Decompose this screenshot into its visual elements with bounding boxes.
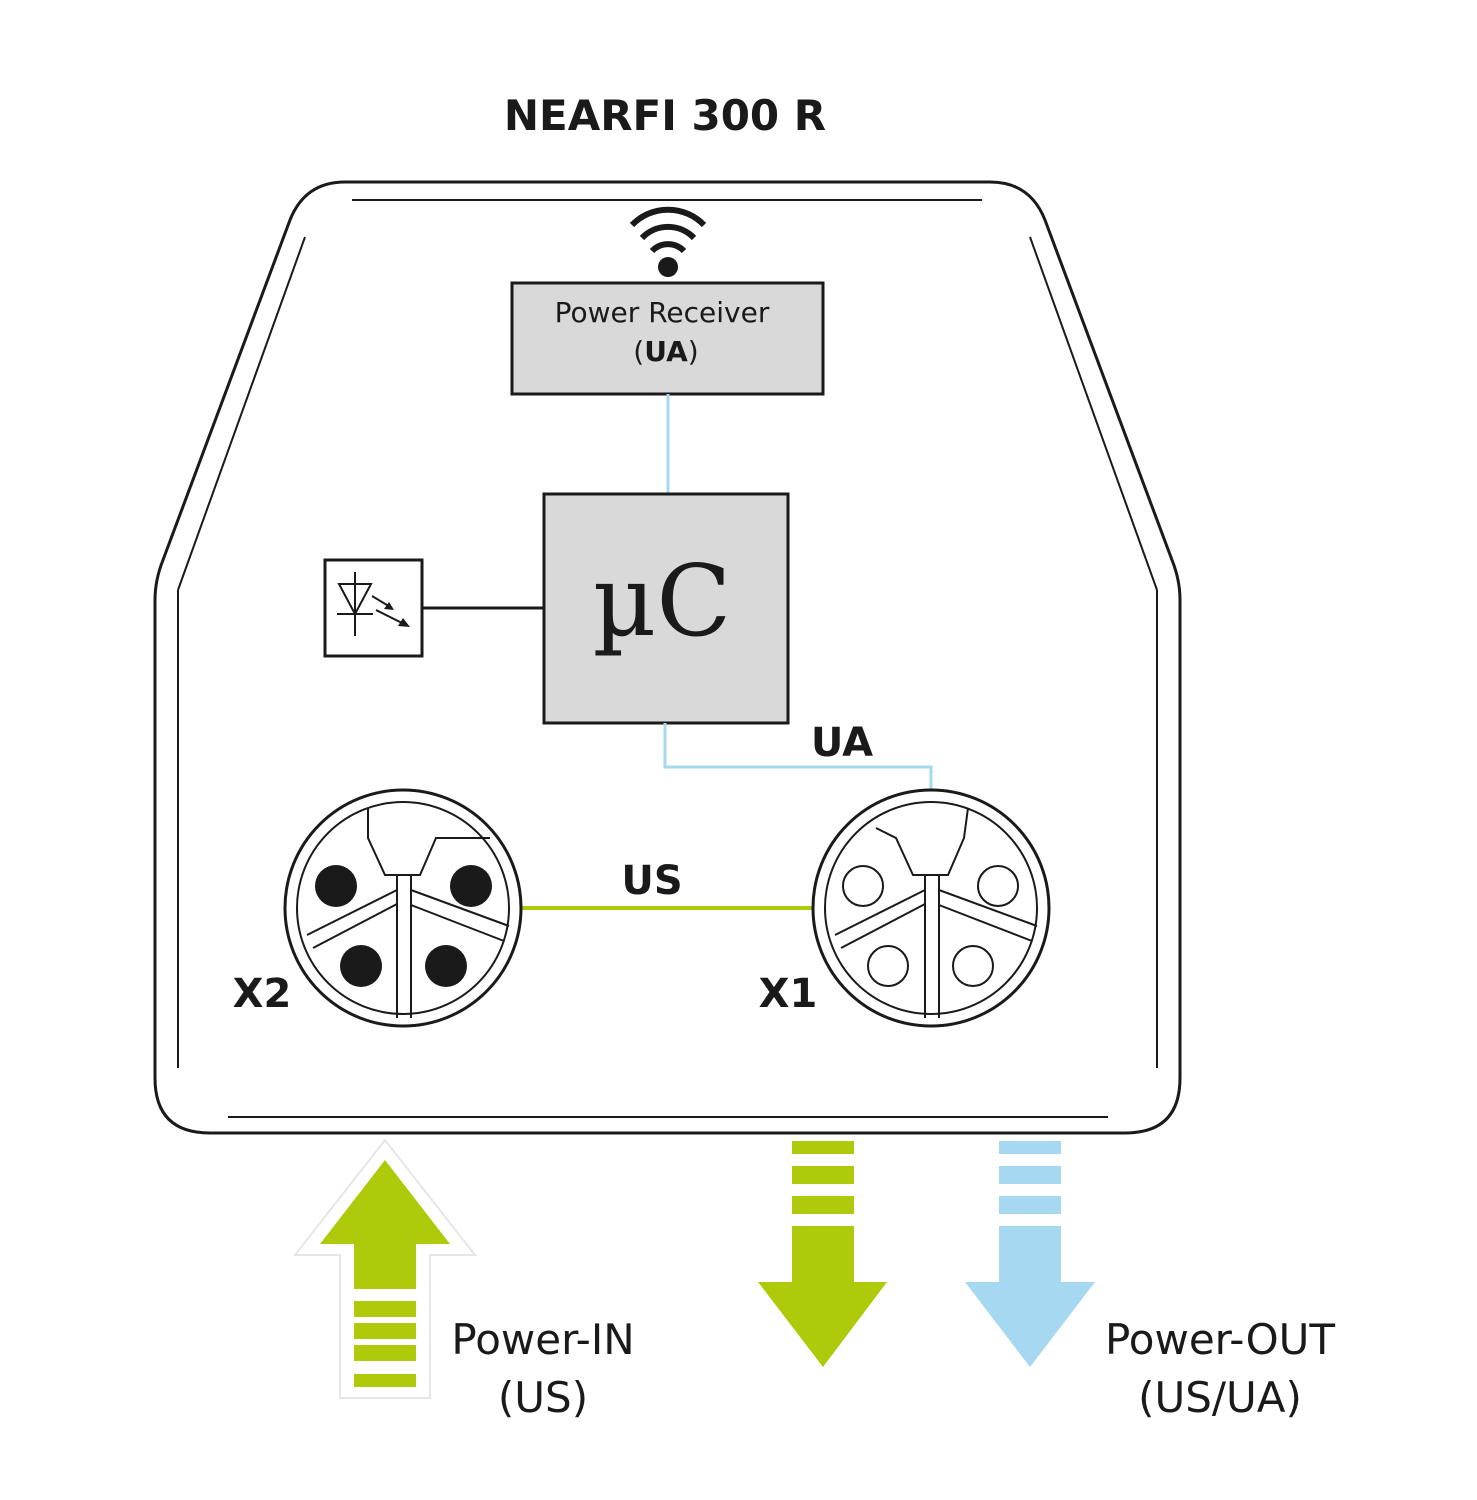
- ua-line-label: UA: [811, 720, 873, 766]
- power-out-sublabel: (US/UA): [1138, 1373, 1302, 1422]
- ua-line-x1: [663, 723, 933, 792]
- power-receiver-sublabel: (UA): [633, 335, 698, 368]
- diagram-title: NEARFI 300 R: [504, 91, 826, 140]
- wireless-icon: [629, 206, 707, 277]
- power-out-label: Power-OUT: [1105, 1315, 1335, 1364]
- connector-x2-icon: [283, 788, 523, 1028]
- housing-outline: [153, 180, 1182, 1135]
- power-out-us-arrow: [758, 1141, 887, 1367]
- status-led-icon: [323, 558, 424, 658]
- power-out-ua-arrow: [965, 1141, 1095, 1367]
- power-in-sublabel: (US): [498, 1373, 588, 1422]
- connector-x2-label: X2: [233, 971, 292, 1017]
- connector-x1-icon: [811, 788, 1051, 1028]
- connector-x1-label: X1: [759, 971, 818, 1017]
- microcontroller-box: [542, 492, 790, 725]
- power-in-label: Power-IN: [451, 1315, 634, 1364]
- power-receiver-label: Power Receiver: [555, 296, 770, 329]
- microcontroller-label: µC: [593, 545, 732, 659]
- power-in-arrow: [292, 1138, 478, 1399]
- us-line-label: US: [621, 858, 682, 904]
